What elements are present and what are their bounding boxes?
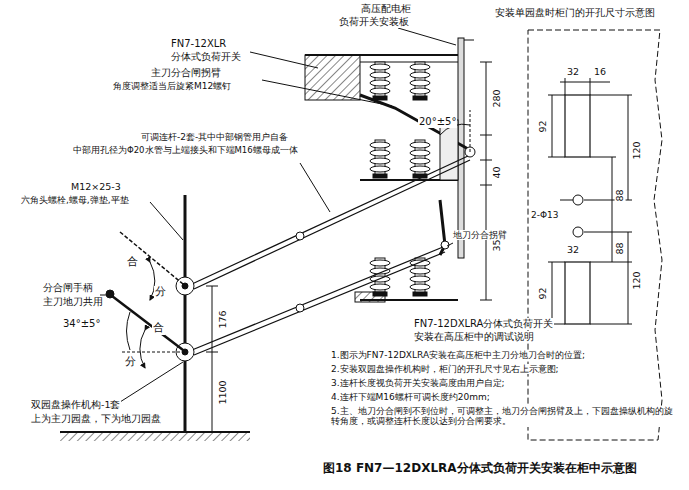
angle-label: 20°±5° (418, 116, 457, 128)
dimension: 88 (615, 241, 626, 255)
dimension: 92 (538, 286, 549, 300)
dimension: 40 (492, 165, 503, 179)
dimension: 32 (566, 67, 580, 78)
dimension: 32 (566, 245, 580, 256)
notes-heading: FN7-12DXLRA分体式负荷开关 (413, 318, 554, 330)
part-label: 地刀分合拐臂 (452, 230, 508, 240)
dimension: 280 (492, 88, 503, 108)
dimension: 120 (632, 270, 643, 290)
part-label: M12×25-3 (70, 182, 122, 193)
note-line: 5.主、地刀分合闸到不到位时，可调整主，地刀分合闸拐臂及上，下园盘操纵机构的旋转… (330, 406, 682, 427)
note-line: 3.连杆长度视负荷开关安装高度由用户自定; (330, 378, 506, 388)
direction-label: 合 (152, 322, 165, 335)
figure-caption: 图18 FN7—12DXLRA分体式负荷开关安装在柜中示意图 (322, 462, 638, 476)
dimension: 88 (615, 188, 626, 202)
note-label: 中部用孔径为Φ20水管与上端接头和下端M16螺母成一体 (72, 146, 299, 156)
part-label: 主刀分合闸拐臂 (150, 68, 222, 79)
direction-label: 分 (124, 356, 137, 369)
note-line: 2.安装双园盘操作机构时，柜门的开孔尺寸见右上示意图; (330, 364, 560, 374)
sketch-title: 安装单园盘时柜门的开孔尺寸示意图 (494, 8, 656, 19)
part-label: 主刀地刀共用 (42, 297, 104, 308)
note-line: 4.连杆下端M16螺杆可调长度约20mm; (330, 392, 491, 402)
note-label: 角度调整适当后旋紧M12螺钉 (112, 81, 232, 91)
part-label: 六角头螺栓,螺母,弹垫,平垫 (20, 195, 130, 205)
dimension: 1100 (218, 379, 229, 405)
dimension: 16 (593, 67, 607, 78)
part-label: 分合闸手柄 (42, 283, 94, 294)
part-label: 负荷开关安装板 (338, 16, 410, 28)
direction-label: 分 (154, 286, 167, 299)
dimension: 92 (538, 119, 549, 133)
angle-label: 34°±5° (62, 318, 101, 330)
note-line: 1.图示为FN7-12DXLRA安装在高压柜中主刀分地刀合时的位置; (330, 350, 586, 360)
part-label: 分体式负荷开关 (170, 51, 242, 63)
direction-label: 合 (126, 256, 139, 269)
part-label: 可调连杆-2套-其中中部钢管用户自备 (140, 132, 289, 142)
part-label: 高压配电柜 (360, 3, 412, 15)
dimension: 2-Φ13 (530, 210, 560, 220)
part-label: 双园盘操作机构-1套 (30, 400, 121, 411)
part-label: FN7-12XLR (170, 38, 227, 50)
dimension: 176 (218, 309, 229, 329)
dimension: 120 (632, 140, 643, 160)
part-label: 上为主刀园盘，下为地刀园盘 (30, 414, 162, 425)
notes-heading: 安装在高压柜中的调试说明 (413, 331, 535, 343)
